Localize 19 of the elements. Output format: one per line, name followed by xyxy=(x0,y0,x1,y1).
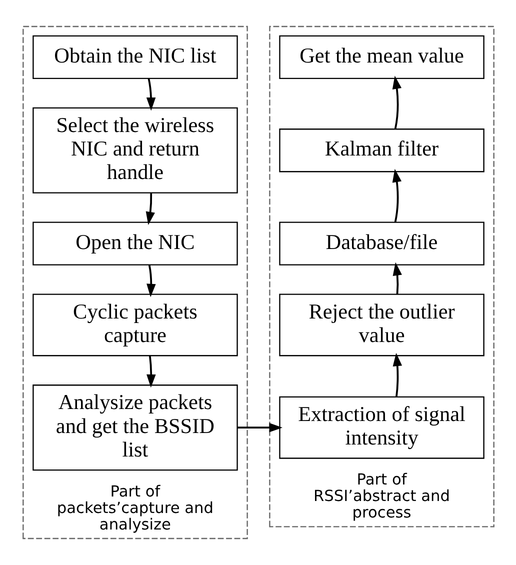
node-box: Obtain the NIC list xyxy=(32,35,238,79)
arrow xyxy=(236,422,282,432)
node-box: Database/file xyxy=(278,222,484,266)
arrow xyxy=(392,76,402,130)
node-box: Cyclic packets capture xyxy=(32,294,238,356)
arrow xyxy=(146,356,156,388)
node-box: Extraction of signal intensity xyxy=(278,396,484,459)
arrow xyxy=(392,168,402,222)
node-box: Select the wireless NIC and return handle xyxy=(32,107,238,194)
node-box: Kalman filter xyxy=(278,128,484,172)
node-box: Open the NIC xyxy=(32,222,238,266)
node-box: Reject the outlier value xyxy=(278,294,484,356)
arrow xyxy=(392,352,402,397)
arrow xyxy=(392,262,402,294)
arrow xyxy=(145,193,154,226)
arrow xyxy=(146,78,156,111)
node-box: Analysize packets and get the BSSID list xyxy=(32,384,238,471)
arrow xyxy=(146,264,156,298)
node-box: Get the mean value xyxy=(278,35,484,79)
